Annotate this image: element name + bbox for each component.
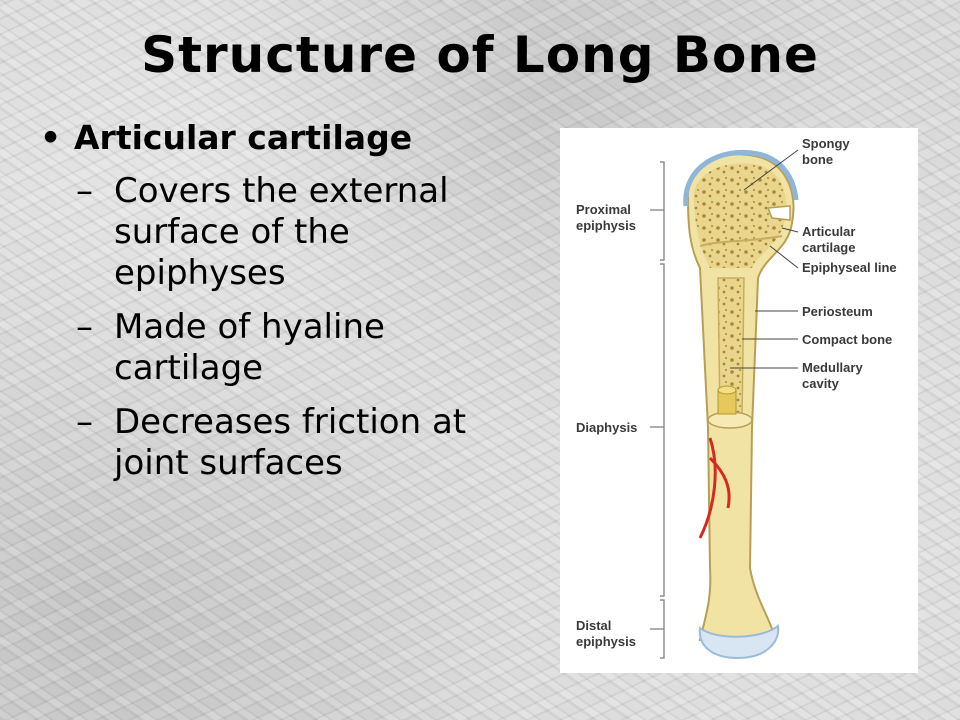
sub-bullet: – Made of hyaline cartilage [40,307,520,389]
bone-illustration [650,149,799,660]
label-medullary-cavity: Medullary cavity [802,360,863,391]
sub-bullet-text: Made of hyaline cartilage [114,307,385,388]
sub-bullet: – Covers the external surface of the epi… [40,171,520,294]
label-diaphysis: Diaphysis [576,420,638,435]
sub-bullet-text: Decreases friction at joint surfaces [114,402,467,483]
label-epiphyseal-line: Epiphyseal line [802,260,897,275]
label-articular-cartilage: Articular cartilage [802,224,856,255]
main-bullet-text: Articular cartilage [74,118,413,157]
label-distal-epiphysis: Distal epiphysis [576,618,636,649]
label-periosteum: Periosteum [802,304,873,319]
dash-icon: – [76,307,93,347]
sub-bullet-text: Covers the external surface of the epiph… [114,171,449,293]
sub-bullet: – Decreases friction at joint surfaces [40,402,520,484]
label-spongy-bone: Spongy bone [802,136,850,167]
label-compact-bone: Compact bone [802,332,893,347]
bullet-list: • Articular cartilage – Covers the exter… [40,118,520,497]
label-proximal-epiphysis: Proximal epiphysis [576,202,636,233]
slide-title: Structure of Long Bone [141,26,819,84]
dash-icon: – [76,402,93,442]
bullet-dot-icon: • [40,118,62,157]
dash-icon: – [76,171,93,211]
long-bone-diagram: Proximal epiphysis Diaphysis Distal epip… [560,128,918,673]
main-bullet: • Articular cartilage [40,118,520,157]
